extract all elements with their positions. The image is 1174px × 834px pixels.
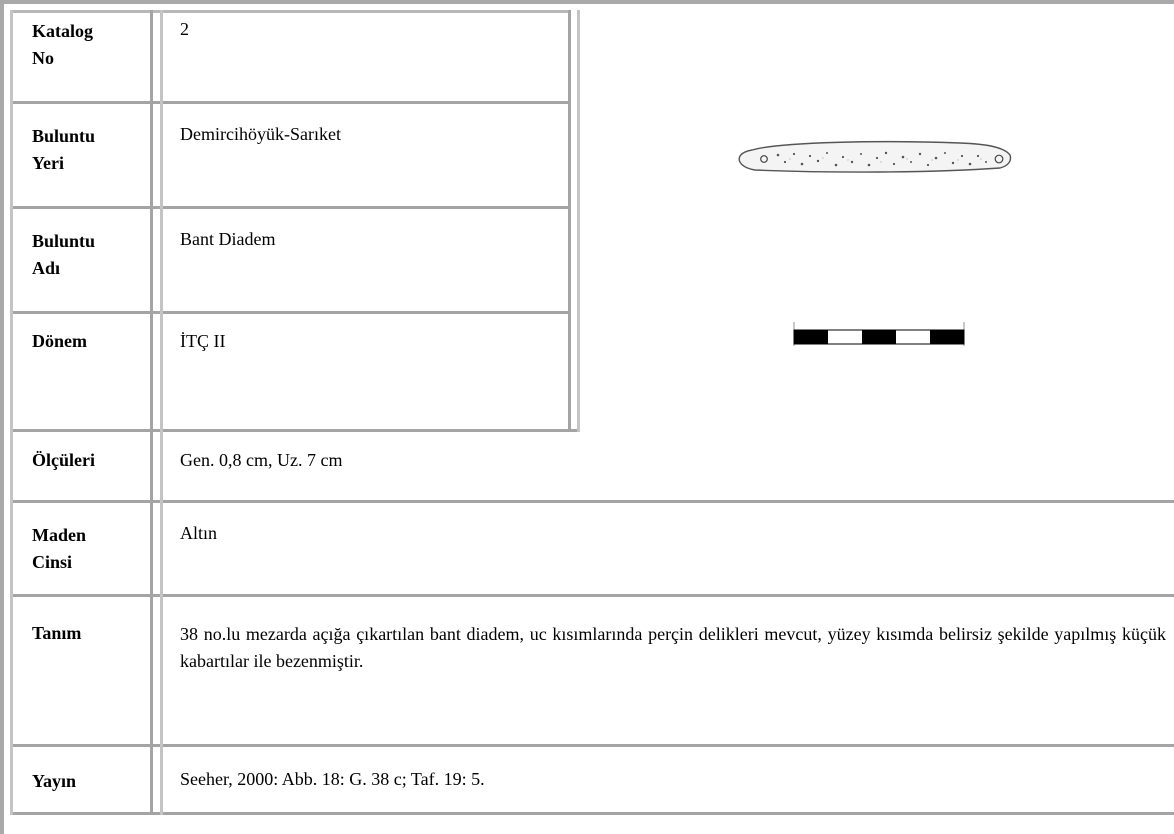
col-divider — [10, 10, 13, 815]
row-divider — [10, 500, 1174, 503]
label-maden-cinsi: Maden Cinsi — [32, 525, 86, 572]
col-divider — [150, 10, 153, 815]
value-buluntu-yeri: Demircihöyük-Sarıket — [180, 124, 341, 144]
value-buluntu-adi: Bant Diadem — [180, 229, 276, 249]
label-yayin: Yayın — [32, 771, 77, 791]
row-divider — [10, 311, 570, 314]
row-divider — [10, 206, 570, 209]
artifact-image-panel — [580, 10, 1174, 432]
col-divider — [568, 10, 571, 432]
row-divider — [10, 594, 1174, 597]
label-tanim: Tanım — [32, 623, 82, 643]
label-katalog-no: Katalog No — [32, 21, 93, 68]
scale-bar — [793, 322, 965, 346]
value-yayin: Seeher, 2000: Abb. 18: G. 38 c; Taf. 19:… — [180, 769, 485, 789]
diadem-drawing — [738, 140, 1012, 173]
value-donem: İTÇ II — [180, 331, 226, 351]
col-divider — [577, 10, 580, 432]
col-divider — [160, 10, 163, 815]
value-katalog-no: 2 — [180, 19, 189, 39]
artifact-drawing — [738, 140, 1012, 346]
label-olculeri: Ölçüleri — [32, 450, 95, 470]
row-divider — [10, 101, 570, 104]
label-donem: Dönem — [32, 331, 87, 351]
label-buluntu-adi: Buluntu Adı — [32, 231, 96, 278]
value-maden-cinsi: Altın — [180, 523, 218, 543]
row-divider — [10, 812, 1174, 815]
value-tanim: 38 no.lu mezarda açığa çıkartılan bant d… — [180, 624, 1166, 671]
row-top-line — [10, 10, 570, 13]
row-divider — [10, 744, 1174, 747]
value-olculeri: Gen. 0,8 cm, Uz. 7 cm — [180, 450, 343, 470]
label-buluntu-yeri: Buluntu Yeri — [32, 126, 96, 173]
